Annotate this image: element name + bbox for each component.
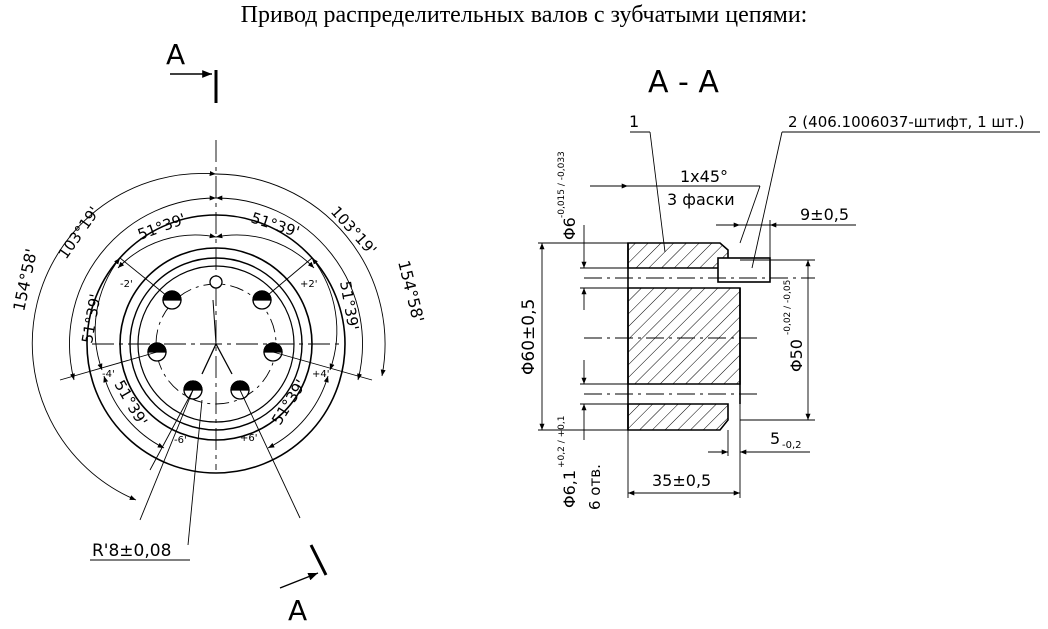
dim-dia60: Φ60±0,5 <box>519 299 539 375</box>
angle-103-right: 103°19' <box>327 203 380 259</box>
dim-35: 35±0,5 <box>652 471 711 490</box>
dim-5-tol: -0,2 <box>782 440 802 451</box>
dim-dia50: Φ50 <box>787 339 806 372</box>
radius-label: R'8±0,08 <box>92 541 171 561</box>
callout-1: 1 <box>629 112 639 131</box>
dim-dia6-tol: -0,015 / -0,033 <box>557 151 567 218</box>
section-dimensions <box>538 131 1040 498</box>
section-arrow-bottom <box>279 544 328 589</box>
section-arrow-top <box>170 70 218 103</box>
dim-dia50-tol: -0,02 / -0,05 <box>783 280 793 335</box>
angle-154-left: 154°58' <box>9 247 41 313</box>
angle-dimension-arcs <box>31 170 386 501</box>
angle-51-left: 51°39' <box>78 293 104 345</box>
bolt-holes <box>147 275 283 400</box>
angle-51-bottom-left: 51°39' <box>111 377 151 429</box>
tol-low-left: -6' <box>174 435 187 446</box>
section-letter-bottom: А <box>288 594 307 627</box>
section-view-label: А - А <box>648 65 719 100</box>
tol-low-right: +6' <box>240 433 258 444</box>
section-letter-top: А <box>166 38 185 71</box>
section-centerlines <box>584 277 815 395</box>
tol-upper-right: +2' <box>300 279 318 290</box>
dim-holes: Φ6,1 <box>560 470 579 508</box>
angle-154-right: 154°58' <box>394 258 428 324</box>
page-title: Привод распределительных валов с зубчаты… <box>240 2 808 28</box>
tol-mid-left: -4' <box>102 369 115 380</box>
dim-holes-tol: +0,2 / +0,1 <box>557 416 567 468</box>
dim-dia6: Φ6 <box>560 217 579 240</box>
angle-51-right: 51°39' <box>336 280 362 332</box>
angle-51-top-left: 51°39' <box>135 210 188 244</box>
chamfer-note: 3 фаски <box>667 190 735 209</box>
dim-9: 9±0,5 <box>800 205 849 224</box>
angle-51-top-right: 51°39' <box>249 209 302 242</box>
tol-upper-left: -2' <box>120 279 133 290</box>
tol-mid-right: +4' <box>312 369 330 380</box>
angle-103-left: 103°19' <box>55 203 104 262</box>
chamfer-label: 1x45° <box>680 167 728 186</box>
dim-5: 5 <box>770 429 780 448</box>
front-view <box>86 140 346 474</box>
holes-count: 6 отв. <box>586 464 604 510</box>
section-body <box>627 242 771 431</box>
callout-2: 2 (406.1006037-штифт, 1 шт.) <box>788 113 1024 131</box>
